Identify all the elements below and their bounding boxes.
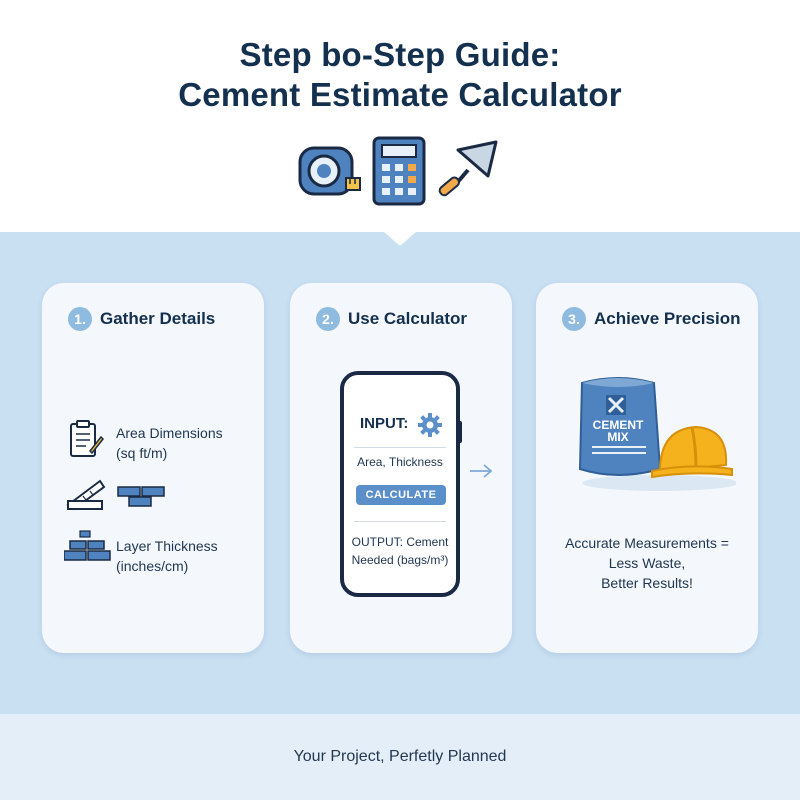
step-title: Gather Details — [100, 309, 216, 328]
hard-hat-icon — [651, 425, 733, 479]
bag-label-line2: MIX — [607, 430, 628, 444]
trowel-icon — [438, 140, 498, 197]
step-header: 3. Achieve Precision — [562, 307, 740, 331]
bag-label-line1: CEMENT — [593, 418, 644, 432]
area-dimensions-line1: Area Dimensions — [116, 425, 223, 441]
output-line1: OUTPUT: Cement — [351, 535, 449, 549]
page-title-line2: Cement Estimate Calculator — [178, 76, 622, 113]
calculate-button[interactable]: CALCULATE — [356, 485, 446, 505]
phone-divider — [354, 521, 446, 522]
layer-thickness-label: Layer Thickness (inches/cm) — [116, 536, 218, 576]
footer — [0, 714, 800, 800]
cement-bag-icon: CEMENT MIX — [578, 377, 662, 476]
result-text: Accurate Measurements = Less Waste, Bett… — [536, 533, 758, 593]
area-dimensions-label: Area Dimensions (sq ft/m) — [116, 423, 223, 463]
output-line2: Needed (bags/m³) — [351, 553, 449, 567]
phone-divider — [354, 447, 446, 448]
clipboard-icon — [70, 420, 104, 457]
step-card-use-calculator: 2. Use Calculator INPUT: Area, Thickness… — [290, 283, 512, 653]
step-title: Achieve Precision — [594, 309, 741, 328]
footer-tagline: Your Project, Perfetly Planned — [293, 748, 507, 765]
cement-bag-and-hardhat-illustration: CEMENT MIX — [578, 377, 736, 491]
step-card-achieve-precision: 3. Achieve Precision CEMENT MIX Accurate… — [536, 283, 758, 653]
layer-thickness-line1: Layer Thickness — [116, 538, 218, 554]
band-notch — [384, 232, 416, 246]
step-number-badge: 3. — [562, 307, 586, 331]
header: Step bo-Step Guide: Cement Estimate Calc… — [0, 0, 800, 232]
result-line3: Better Results! — [601, 575, 693, 591]
step-number-badge: 2. — [316, 307, 340, 331]
step-number-badge: 1. — [68, 307, 92, 331]
calculator-icon — [372, 136, 426, 206]
layer-thickness-line2: (inches/cm) — [116, 558, 189, 574]
phone-side-button — [458, 421, 462, 443]
input-label: INPUT: — [360, 415, 409, 432]
step-header: 2. Use Calculator — [316, 307, 467, 331]
phone-mockup: INPUT: Area, Thickness CALCULATE OUTPUT:… — [340, 371, 460, 597]
result-line2: Less Waste, — [608, 555, 686, 571]
input-value: Area, Thickness — [357, 455, 443, 469]
gear-icon — [418, 413, 442, 437]
tool-icons-group — [298, 136, 498, 206]
page-title-line1: Step bo-Step Guide: — [239, 36, 561, 73]
result-line1: Accurate Measurements = — [565, 535, 729, 551]
tape-measure-icon — [298, 146, 361, 196]
bricks-icon — [64, 530, 111, 561]
step-card-gather-details: 1. Gather Details Area Dimensions (sq ft… — [42, 283, 264, 653]
arrow-right-icon — [470, 464, 493, 478]
step-header: 1. Gather Details — [68, 307, 215, 331]
area-dimensions-line2: (sq ft/m) — [116, 445, 168, 461]
ruler-bricks-icon — [66, 479, 165, 511]
output-text: OUTPUT: Cement Needed (bags/m³) — [344, 533, 456, 569]
step-title: Use Calculator — [348, 309, 468, 328]
